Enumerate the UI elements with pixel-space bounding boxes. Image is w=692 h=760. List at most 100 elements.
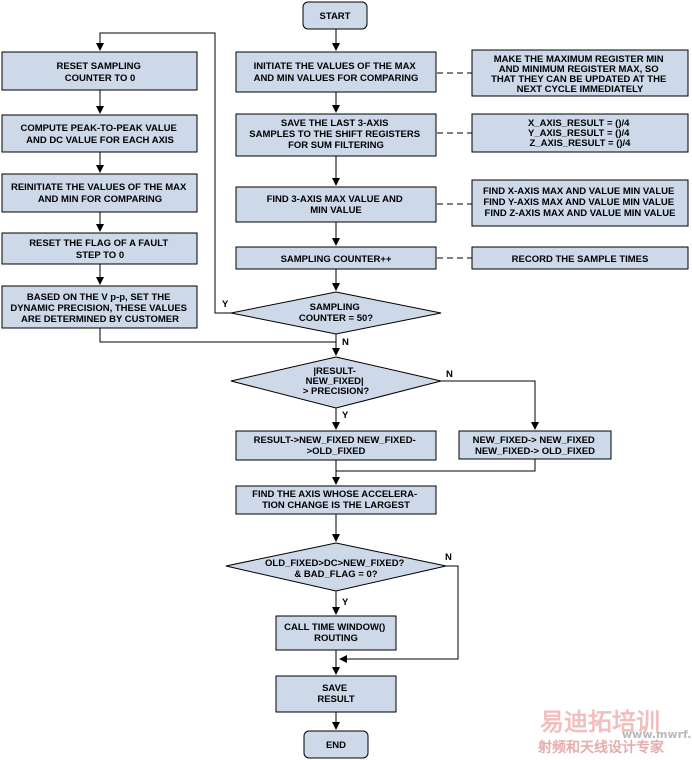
- connectors: [96, 29, 539, 730]
- precision-line-1: BASED ON THE V p-p, SET THE: [27, 292, 171, 303]
- reset-counter-box: RESET SAMPLING COUNTER TO 0: [1, 51, 198, 91]
- watermark-small: www.mwrf.cn: [622, 728, 692, 741]
- note-z-axis-result: Z_AXIS_RESULT = ()/4: [530, 138, 632, 149]
- find-axis-line-1: FIND THE AXIS WHOSE ACCELERA-: [252, 489, 417, 500]
- find-max-box: FIND 3-AXIS MAX VALUE AND MIN VALUE: [235, 186, 437, 223]
- result-decision-line-1: |RESULT-: [313, 366, 356, 377]
- svg-text:BASED ON THE V p-p, SET THE: BASED ON THE V p-p, SET THE DYNAMIC PREC…: [10, 292, 189, 325]
- note-axis-results: X_AXIS_RESULT = ()/4 Y_AXIS_RESULT = ()/…: [471, 113, 689, 153]
- branch-n-result: N: [446, 369, 453, 380]
- old-fixed-decision: OLD_FIXED>DC>NEW_FIXED? & BAD_FLAG = 0?: [225, 542, 447, 592]
- end-terminal: END: [303, 730, 369, 759]
- find-axis-line-2: TION CHANGE IS THE LARGEST: [262, 500, 410, 511]
- svg-text:MAKE THE MAXIMUM REGISTER MIN: MAKE THE MAXIMUM REGISTER MIN AND MINIMU…: [491, 54, 669, 95]
- branch-y-counter: Y: [222, 299, 229, 310]
- result-new-line-2: >OLD_FIXED: [307, 446, 366, 457]
- save-samples-line-2: SAMPLES TO THE SHIFT REGISTERS: [249, 129, 420, 140]
- initiate-box: INITIATE THE VALUES OF THE MAX AND MIN V…: [235, 51, 437, 93]
- find-max-line-2: MIN VALUE: [310, 205, 362, 216]
- result-new-box: RESULT->NEW_FIXED NEW_FIXED- >OLD_FIXED: [235, 430, 437, 461]
- svg-text:SAMPLING COUNTER = 50?: SAMPLING COUNTER = 50?: [299, 302, 373, 324]
- svg-text:CALL TIME WINDOW() ROUTI: CALL TIME WINDOW() ROUTING: [284, 622, 388, 644]
- svg-text:RESULT->NEW_FIXED NEW_FIXED-: RESULT->NEW_FIXED NEW_FIXED- >OLD_FIXED: [254, 435, 419, 457]
- save-result-line-1: SAVE: [322, 683, 347, 694]
- old-fixed-decision-line-2: & BAD_FLAG = 0?: [294, 569, 377, 580]
- note-make-max: MAKE THE MAXIMUM REGISTER MIN AND MINIMU…: [471, 49, 689, 97]
- reinitiate-line-1: REINITIATE THE VALUES OF THE MAX: [11, 182, 187, 193]
- branch-y-result: Y: [342, 410, 349, 421]
- counter-decision-line-2: COUNTER = 50?: [299, 313, 373, 324]
- start-label: START: [320, 11, 351, 22]
- end-label: END: [326, 740, 346, 751]
- find-max-line-1: FIND 3-AXIS MAX VALUE AND: [267, 194, 403, 205]
- svg-text:FIND X-AXIS MAX AND VALUE MIN: FIND X-AXIS MAX AND VALUE MIN VALUE FIND…: [483, 186, 677, 219]
- watermark-line-2: 射频和天线设计专家: [537, 739, 665, 756]
- start-terminal: START: [302, 1, 368, 30]
- reset-counter-line-2: COUNTER TO 0: [65, 73, 136, 84]
- svg-text:SAVE RESULT: SAVE RESULT: [317, 683, 354, 705]
- note-find-x-axis: FIND X-AXIS MAX AND VALUE MIN VALUE: [483, 186, 674, 197]
- save-samples-box: SAVE THE LAST 3-AXIS SAMPLES TO THE SHIF…: [235, 113, 437, 157]
- branch-n-counter: N: [342, 337, 349, 348]
- note-find-z-axis: FIND Z-AXIS MAX AND VALUE MIN VALUE: [485, 208, 676, 219]
- sampling-counter-label: SAMPLING COUNTER++: [281, 254, 392, 265]
- watermark: 易迪拓培训 www.mwrf.cn 射频和天线设计专家: [537, 708, 692, 756]
- note-y-axis-result: Y_AXIS_RESULT = ()/4: [528, 128, 630, 139]
- compute-box: COMPUTE PEAK-TO-PEAK VALUE AND DC VALUE …: [1, 114, 198, 153]
- save-samples-line-3: FOR SUM FILTERING: [288, 140, 384, 151]
- note-find-y-axis: FIND Y-AXIS MAX AND VALUE MIN VALUE: [483, 197, 674, 208]
- precision-box: BASED ON THE V p-p, SET THE DYNAMIC PREC…: [1, 285, 198, 329]
- svg-text:RESET SAMPLING COUNTER T: RESET SAMPLING COUNTER TO 0: [56, 61, 143, 84]
- svg-text:RESET THE FLAG OF A FAULT: RESET THE FLAG OF A FAULT STEP TO 0: [29, 238, 171, 261]
- result-decision-line-3: > PRECISION?: [303, 386, 369, 397]
- counter-decision-line-1: SAMPLING: [310, 302, 360, 313]
- svg-text:NEW_FIXED-> NEW_FIXED NE: NEW_FIXED-> NEW_FIXED NEW_FIXED-> OLD_FI…: [473, 435, 598, 457]
- new-fixed-line-2: NEW_FIXED-> OLD_FIXED: [475, 446, 595, 457]
- save-samples-line-1: SAVE THE LAST 3-AXIS: [281, 118, 389, 129]
- sampling-counter-box: SAMPLING COUNTER++: [235, 246, 437, 270]
- precision-line-3: ARE DETERMINED BY CUSTOMER: [21, 314, 179, 325]
- note-x-axis-result: X_AXIS_RESULT = ()/4: [528, 118, 630, 129]
- reset-flag-box: RESET THE FLAG OF A FAULT STEP TO 0: [1, 232, 198, 265]
- svg-text:INITIATE THE VALUES OF THE MAX: INITIATE THE VALUES OF THE MAX AND MIN V…: [254, 61, 419, 84]
- new-fixed-box: NEW_FIXED-> NEW_FIXED NEW_FIXED-> OLD_FI…: [458, 430, 612, 460]
- svg-text:X_AXIS_RESULT = ()/4 Y_A: X_AXIS_RESULT = ()/4 Y_AXIS_RESULT = ()/…: [528, 118, 632, 149]
- svg-text:FIND 3-AXIS MAX VALUE AND: FIND 3-AXIS MAX VALUE AND MIN VALUE: [267, 194, 406, 216]
- svg-text:REINITIATE THE VALUES OF THE M: REINITIATE THE VALUES OF THE MAX AND MIN…: [11, 182, 189, 205]
- svg-text:FIND THE AXIS WHOSE ACCELERA-: FIND THE AXIS WHOSE ACCELERA- TION CHANG…: [252, 489, 420, 511]
- old-fixed-decision-line-1: OLD_FIXED>DC>NEW_FIXED?: [265, 558, 405, 569]
- svg-text:SAVE THE LAST 3-AXIS SAM: SAVE THE LAST 3-AXIS SAMPLES TO THE SHIF…: [249, 118, 422, 151]
- note-record-label: RECORD THE SAMPLE TIMES: [512, 254, 649, 265]
- initiate-line-1: INITIATE THE VALUES OF THE MAX: [254, 61, 417, 72]
- watermark-line-1: 易迪拓培训: [540, 708, 660, 736]
- new-fixed-line-1: NEW_FIXED-> NEW_FIXED: [473, 435, 595, 446]
- call-time-line-1: CALL TIME WINDOW(): [284, 622, 385, 633]
- counter-decision: SAMPLING COUNTER = 50?: [230, 291, 442, 335]
- result-decision-line-2: NEW_FIXED|: [306, 376, 364, 387]
- result-new-line-1: RESULT->NEW_FIXED NEW_FIXED-: [254, 435, 416, 446]
- save-result-box: SAVE RESULT: [275, 675, 397, 713]
- result-decision: |RESULT- NEW_FIXED| > PRECISION?: [230, 356, 442, 409]
- call-time-box: CALL TIME WINDOW() ROUTING: [275, 615, 397, 651]
- note-make-max-line-1: MAKE THE MAXIMUM REGISTER MIN: [494, 54, 664, 65]
- branch-y-old: Y: [342, 597, 349, 608]
- reinitiate-line-2: AND MIN FOR COMPARING: [38, 194, 162, 205]
- initiate-line-2: AND MIN VALUES FOR COMPARING: [254, 73, 419, 84]
- reset-counter-line-1: RESET SAMPLING: [56, 61, 140, 72]
- note-record: RECORD THE SAMPLE TIMES: [471, 246, 689, 270]
- compute-line-2: AND DC VALUE FOR EACH AXIS: [26, 135, 174, 146]
- svg-text:COMPUTE PEAK-TO-PEAK VALUE: COMPUTE PEAK-TO-PEAK VALUE AND DC VALUE …: [20, 123, 179, 146]
- note-make-max-line-2: AND MINIMUM REGISTER MAX, SO: [499, 64, 659, 75]
- note-make-max-line-4: NEXT CYCLE IMMEDIATELY: [517, 84, 644, 95]
- svg-text:OLD_FIXED>DC>NEW_FIXED?: OLD_FIXED>DC>NEW_FIXED? & BAD_FLAG = 0?: [265, 558, 407, 580]
- precision-line-2: DYNAMIC PRECISION, THESE VALUES: [10, 303, 187, 314]
- branch-n-old: N: [445, 552, 452, 563]
- find-axis-box: FIND THE AXIS WHOSE ACCELERA- TION CHANG…: [235, 485, 437, 515]
- note-find-xyz: FIND X-AXIS MAX AND VALUE MIN VALUE FIND…: [471, 179, 689, 227]
- compute-line-1: COMPUTE PEAK-TO-PEAK VALUE: [20, 123, 176, 134]
- call-time-line-2: ROUTING: [314, 633, 358, 644]
- note-make-max-line-3: THAT THEY CAN BE UPDATED AT THE: [491, 74, 666, 85]
- svg-text:|RESULT- NEW_FIXED|: |RESULT- NEW_FIXED| > PRECISION?: [303, 366, 369, 397]
- save-result-line-2: RESULT: [317, 694, 354, 705]
